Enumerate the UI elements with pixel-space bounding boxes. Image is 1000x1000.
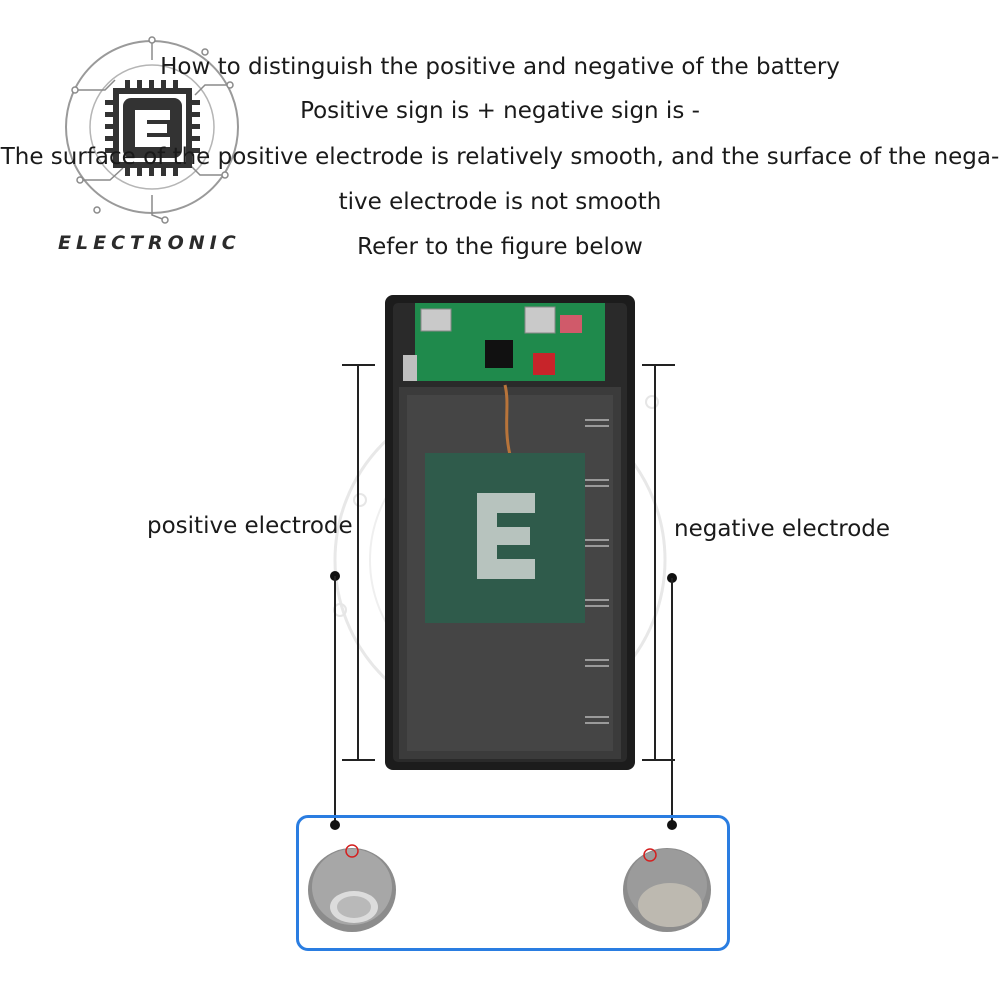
heading-line-2: Positive sign is + negative sign is - — [300, 98, 700, 124]
chip-logo-icon — [65, 36, 239, 224]
heading-line-4: tive electrode is not smooth — [338, 189, 662, 215]
positive-bracket — [330, 364, 375, 830]
logo-text: ELECTRONIC — [58, 232, 241, 254]
positive-battery-icon — [308, 844, 396, 932]
negative-electrode-label: negative electrode — [674, 516, 891, 542]
negative-bracket — [642, 364, 677, 830]
heading-line-1: How to distinguish the positive and nega… — [160, 54, 840, 80]
negative-battery-icon — [623, 848, 711, 932]
battery-case-image — [385, 295, 635, 770]
heading-line-5: Refer to the figure below — [357, 234, 643, 260]
positive-electrode-label: positive electrode — [147, 513, 353, 539]
battery-comparison-box — [296, 815, 730, 951]
heading-line-3: The surface of the positive electrode is… — [0, 144, 1000, 170]
